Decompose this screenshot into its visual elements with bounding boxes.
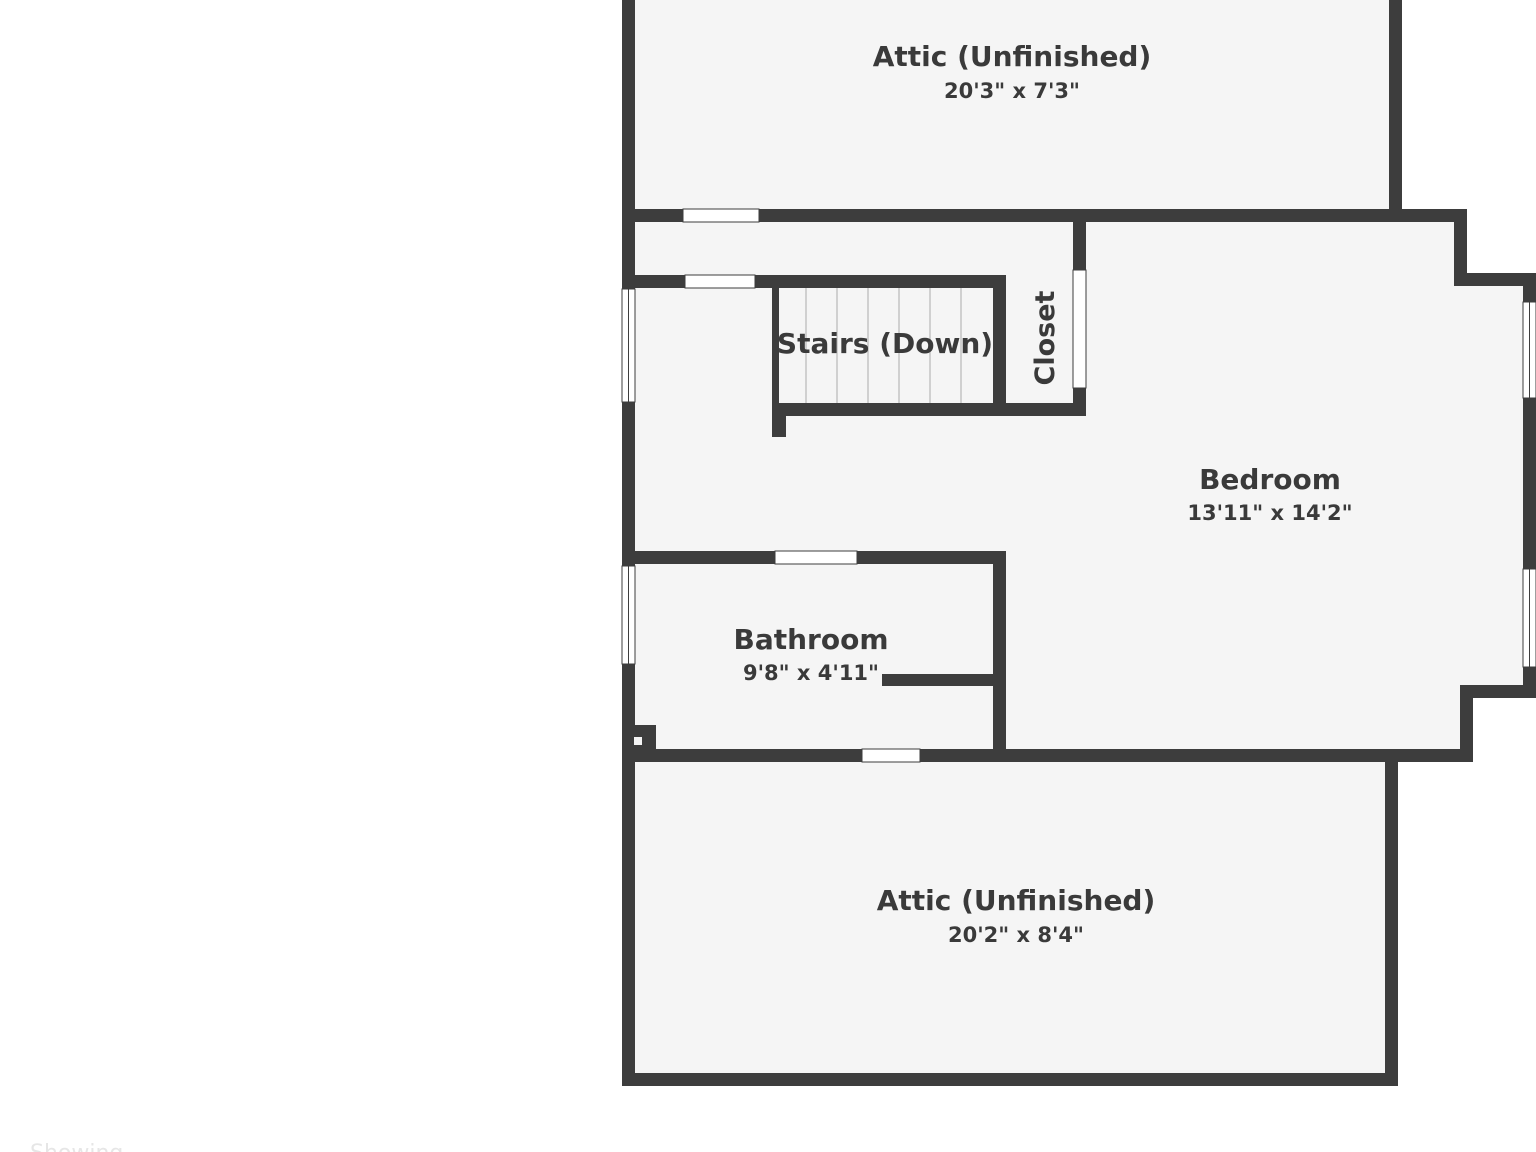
wall: [772, 282, 779, 407]
chimney-hole: [634, 737, 642, 745]
wall: [772, 403, 1086, 416]
wall: [622, 275, 1006, 288]
floor-fills: [628, 0, 1536, 1080]
room-labels: Attic (Unfinished) 20'3" x 7'3" Stairs (…: [733, 40, 1352, 947]
wall: [622, 749, 1473, 762]
attic-top-dims: 20'3" x 7'3": [944, 79, 1080, 103]
stair-treads: [805, 288, 962, 403]
wall: [1454, 273, 1536, 286]
wall: [1460, 685, 1536, 698]
wall: [1460, 685, 1473, 762]
wall: [993, 551, 1006, 762]
door-opening: [774, 550, 858, 565]
wall: [882, 674, 1006, 686]
wall: [622, 209, 1467, 222]
door-opening: [861, 748, 921, 763]
attic-bottom-floor: [628, 756, 1392, 1080]
wall: [772, 403, 786, 437]
watermark: Showing: [30, 1141, 123, 1152]
wall: [1389, 0, 1402, 222]
attic-bottom-dims: 20'2" x 8'4": [948, 923, 1084, 947]
closet-name: Closet: [1030, 290, 1061, 385]
wall: [1385, 749, 1398, 1086]
door-opening: [1072, 269, 1087, 389]
wall: [622, 0, 635, 222]
attic-top-name: Attic (Unfinished): [873, 40, 1152, 73]
bedroom-dims: 13'11" x 14'2": [1187, 501, 1352, 525]
wall: [993, 275, 1006, 416]
attic-bottom-name: Attic (Unfinished): [877, 884, 1156, 917]
bathroom-dims: 9'8" x 4'11": [743, 661, 879, 685]
wall: [622, 749, 635, 1086]
door-opening: [684, 274, 756, 289]
main-level-floor: [628, 216, 1536, 756]
door-opening: [682, 208, 760, 223]
wall: [1454, 209, 1467, 285]
wall: [622, 1073, 1398, 1086]
bathroom-name: Bathroom: [733, 623, 888, 656]
attic-top-floor: [628, 0, 1396, 216]
bedroom-name: Bedroom: [1199, 463, 1341, 496]
stairs-name: Stairs (Down): [777, 327, 993, 360]
window-lines: [628, 289, 1530, 667]
